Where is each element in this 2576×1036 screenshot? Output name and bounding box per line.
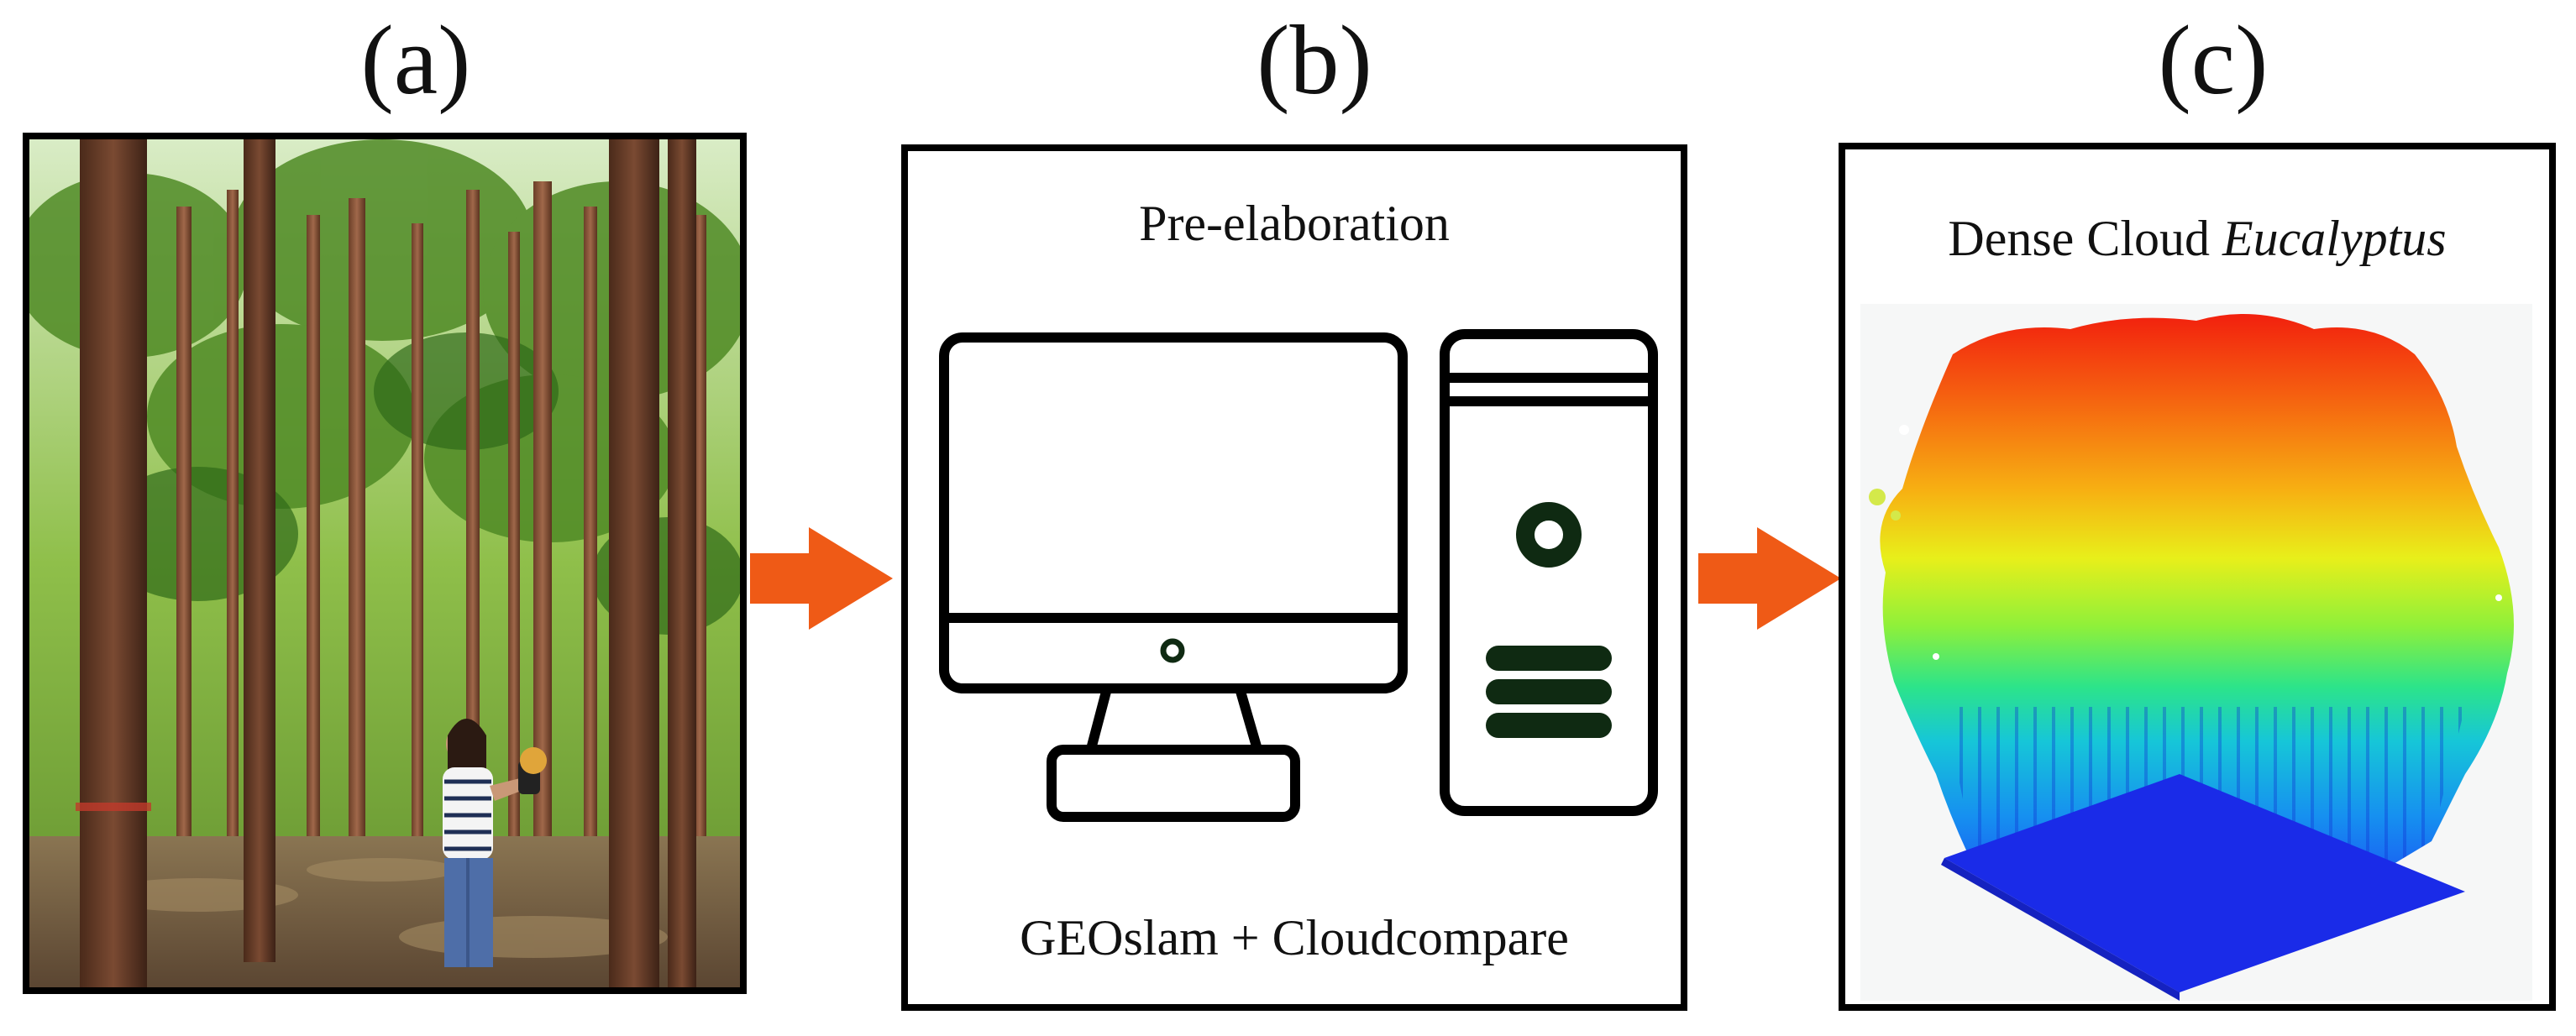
pre-elaboration-panel: Pre-elaboration GEOslam + Cloudcompare (901, 144, 1687, 1011)
panel-c-title-italic: Eucalyptus (2222, 211, 2447, 266)
arrow-right-icon (1698, 527, 1841, 630)
panel-c-title: Dense Cloud Eucalyptus (1845, 210, 2549, 268)
arrow-right-icon (750, 527, 893, 630)
point-cloud-image (1860, 304, 2532, 1001)
panel-label-c: (c) (2158, 5, 2269, 115)
dense-cloud-panel: Dense Cloud Eucalyptus (1839, 143, 2556, 1011)
computer-tower-icon (1440, 329, 1658, 816)
panel-b-title: Pre-elaboration (1139, 196, 1450, 251)
person-figure (443, 719, 547, 967)
panel-c-title-plain: Dense Cloud (1948, 211, 2211, 266)
panel-label-b: (b) (1257, 5, 1372, 115)
forest-photo (29, 139, 740, 987)
forest-photo-panel (23, 133, 747, 994)
panel-b-caption: GEOslam + Cloudcompare (1020, 910, 1569, 965)
monitor-icon (939, 332, 1408, 822)
panel-label-a: (a) (360, 5, 471, 115)
